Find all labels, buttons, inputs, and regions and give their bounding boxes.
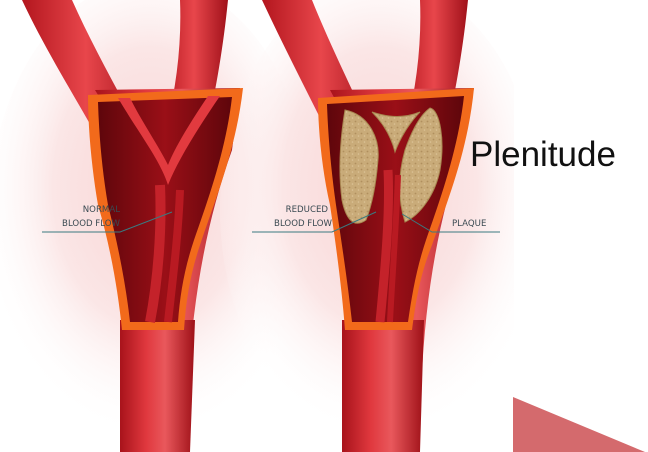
reduced-label-line2: BLOOD FLOW <box>274 219 332 229</box>
corner-triangle-shape <box>513 397 648 452</box>
normal-label-line2: BLOOD FLOW <box>62 219 120 229</box>
plaque-label: PLAQUE <box>452 219 486 229</box>
artery-comparison-illustration: NORMAL BLOOD FLOW REDUCED BLOOD FLOW PLA… <box>0 0 514 452</box>
reduced-label-line1: REDUCED <box>286 205 329 215</box>
normal-label-line1: NORMAL <box>83 205 120 215</box>
side-title: Plenitude <box>470 137 616 172</box>
